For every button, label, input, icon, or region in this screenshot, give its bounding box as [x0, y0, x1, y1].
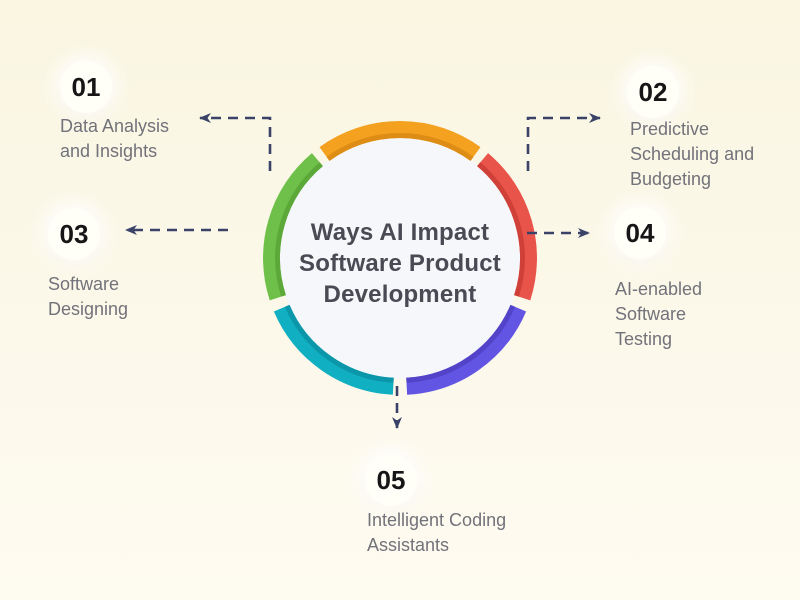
arrow-to-item-01 — [199, 113, 272, 171]
item-03-number: 03 — [59, 218, 89, 249]
ring-segment-teal — [273, 304, 394, 395]
center-circle — [279, 137, 521, 379]
item-04-label-line: AI-enabled — [615, 279, 703, 299]
item-02-label: Predictive Scheduling and Budgeting — [630, 117, 754, 192]
item-05-number: 05 — [376, 464, 406, 495]
ring-segment-purple-shade — [406, 304, 516, 383]
ring-segment-orange — [319, 120, 481, 161]
item-01-number: 01 — [71, 71, 101, 102]
item-03-number-badge: 03 — [48, 208, 100, 260]
item-04-number: 04 — [625, 217, 655, 248]
item-04-label: AI-enabled Software Testing — [615, 277, 702, 352]
ring-segment-purple — [406, 304, 527, 395]
item-02-number: 02 — [638, 76, 668, 107]
item-01-label-line: and Insights — [60, 141, 158, 161]
item-01-label: Data Analysis and Insights — [60, 114, 169, 164]
ring-segment-teal-shade — [284, 304, 394, 383]
item-02-label-line: Budgeting — [630, 169, 712, 189]
ring-segment-green — [263, 153, 323, 301]
diagram-title-line: Development — [323, 281, 477, 308]
ring-segment-orange-shade — [326, 133, 474, 161]
item-05-label: Intelligent Coding Assistants — [367, 508, 506, 558]
diagram-title: Ways AI Impact Software Product Developm… — [290, 217, 510, 310]
ring-segment-green-shade — [275, 162, 323, 297]
item-05-label-line: Assistants — [367, 535, 450, 555]
item-01-label-line: Data Analysis — [60, 116, 170, 136]
diagram-title-line: Ways AI Impact — [310, 219, 490, 246]
item-02-label-line: Predictive — [630, 119, 710, 139]
item-03-label-line: Designing — [48, 299, 129, 319]
item-02-label-line: Scheduling and — [630, 144, 755, 164]
item-05-label-line: Intelligent Coding — [367, 510, 507, 530]
item-02-number-badge: 02 — [627, 66, 679, 118]
item-03-label: Software Designing — [48, 272, 128, 322]
item-04-label-line: Software — [615, 304, 687, 324]
item-01-number-badge: 01 — [60, 61, 112, 113]
item-03-label-line: Software — [48, 274, 120, 294]
arrow-to-item-02 — [526, 113, 601, 171]
item-05-number-badge: 05 — [365, 454, 417, 506]
item-04-number-badge: 04 — [614, 207, 666, 259]
ring-segment-red-shade — [477, 162, 525, 297]
item-04-label-line: Testing — [615, 329, 673, 349]
ring-segment-red — [477, 153, 537, 301]
diagram-title-line: Software Product — [299, 250, 501, 277]
